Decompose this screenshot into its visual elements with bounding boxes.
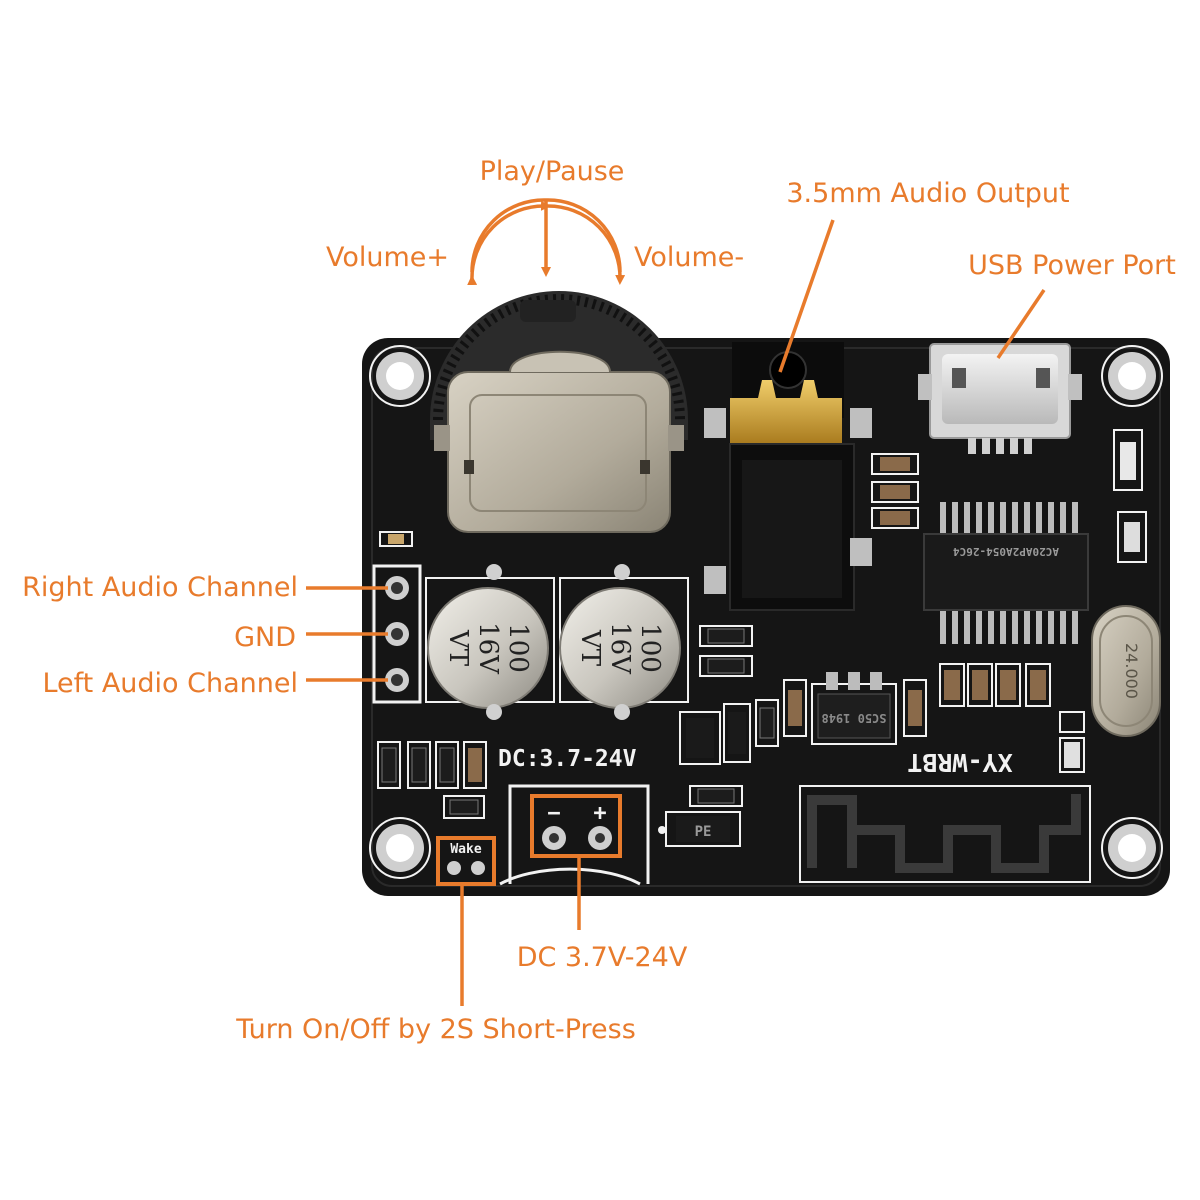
smd-components: SC50 1948 PE [377, 429, 1147, 847]
cap-series: VT [575, 629, 605, 667]
label-right-channel: Right Audio Channel [22, 572, 298, 603]
cap-voltage: 16V [473, 622, 503, 675]
label-play-pause: Play/Pause [480, 156, 625, 187]
mounting-hole [1101, 345, 1163, 407]
right-channel-pin [385, 576, 409, 600]
mounting-hole [1101, 817, 1163, 879]
wake-silkscreen: Wake [450, 842, 481, 857]
crystal-marking: 24.000 [1122, 643, 1141, 699]
left-channel-pin [385, 668, 409, 692]
minus-silkscreen: − [547, 801, 560, 826]
cap-series: VT [443, 629, 473, 667]
label-dc-input: DC 3.7V-24V [517, 942, 688, 973]
pe-marking: PE [695, 824, 712, 840]
label-volume-up: Volume+ [326, 242, 449, 273]
cap-value: 100 [503, 623, 533, 673]
plus-silkscreen: + [593, 801, 606, 826]
dc-terminal-highlight [530, 794, 622, 858]
model-silkscreen: XY-WRBT [907, 748, 1012, 777]
regulator-marking: SC50 1948 [821, 711, 886, 725]
chip-marking: AC20AP2A054-26C4 [953, 545, 1059, 558]
wake-highlight [436, 836, 496, 886]
bluetooth-chip: AC20AP2A054-26C4 [923, 502, 1089, 644]
usb-port-pointer [996, 289, 1046, 359]
rotary-encoder-knob [430, 291, 688, 533]
cap-value: 100 [635, 623, 665, 673]
dc-minus-pad [542, 826, 566, 850]
cap-voltage: 16V [605, 622, 635, 675]
audio-output-pointer [778, 219, 835, 373]
capacitor: 100 16V VT [559, 564, 689, 720]
dc-silkscreen: DC:3.7-24V [498, 746, 637, 772]
gnd-pin [385, 622, 409, 646]
micro-usb-port [918, 343, 1082, 454]
dc-input-terminal: − + [499, 784, 650, 886]
capacitor: 100 16V VT [425, 564, 555, 720]
mounting-hole [369, 817, 431, 879]
mounting-hole [369, 345, 431, 407]
label-left-channel: Left Audio Channel [42, 668, 298, 699]
label-audio-output: 3.5mm Audio Output [786, 178, 1069, 209]
audio-jack-3-5mm [704, 342, 872, 611]
label-gnd: GND [234, 622, 296, 653]
dc-plus-pad [588, 826, 612, 850]
label-usb-power: USB Power Port [968, 250, 1176, 281]
label-wake: Turn On/Off by 2S Short-Press [235, 1014, 636, 1045]
crystal-oscillator: 24.000 [1091, 605, 1161, 737]
wake-pads: Wake [436, 836, 496, 886]
pcb-antenna [799, 785, 1091, 883]
label-volume-down: Volume- [634, 242, 744, 273]
encoder-arrows [467, 198, 626, 286]
